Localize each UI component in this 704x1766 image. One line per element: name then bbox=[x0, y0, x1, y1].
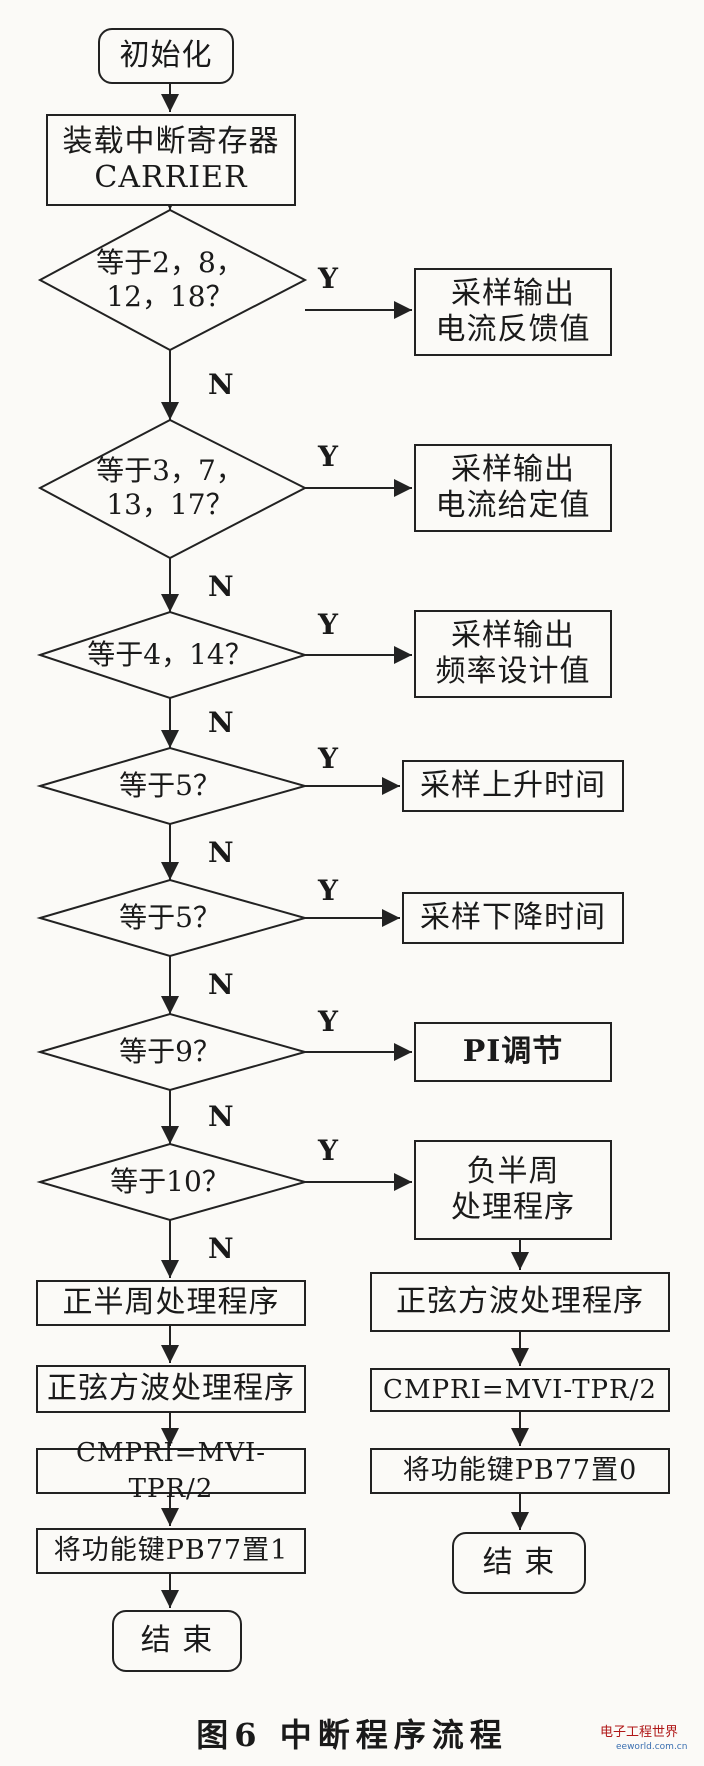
no-label-5: N bbox=[208, 968, 234, 1001]
no-label-4: N bbox=[208, 836, 234, 869]
end-terminal-left: 结 束 bbox=[112, 1610, 242, 1672]
right-step-3: 将功能键PB77置0 bbox=[370, 1448, 670, 1494]
left-step-4: 将功能键PB77置1 bbox=[36, 1528, 306, 1574]
end-terminal-right: 结 束 bbox=[452, 1532, 586, 1594]
action-box-7: 负半周 处理程序 bbox=[414, 1140, 612, 1240]
decision-text-6: 等于9？ bbox=[119, 1035, 221, 1068]
start-terminal: 初始化 bbox=[98, 28, 234, 84]
yes-label-4: Y bbox=[318, 742, 338, 775]
yes-label-2: Y bbox=[318, 440, 338, 473]
action-box-3: 采样输出 频率设计值 bbox=[414, 610, 612, 698]
right-step-1: 正弦方波处理程序 bbox=[370, 1272, 670, 1332]
yes-label-1: Y bbox=[318, 262, 338, 295]
no-label-6: N bbox=[208, 1100, 234, 1133]
decision-text-3: 等于4，14？ bbox=[87, 638, 253, 671]
yes-label-3: Y bbox=[318, 608, 338, 641]
left-step-3: CMPRI=MVI-TPR/2 bbox=[36, 1438, 306, 1504]
action-box-5: 采样下降时间 bbox=[402, 892, 624, 944]
decision-text-7: 等于10？ bbox=[110, 1165, 230, 1198]
decision-text-1: 等于2，8， 12，18？ bbox=[96, 246, 244, 313]
watermark-url: eeworld.com.cn bbox=[616, 1742, 688, 1752]
no-label-2: N bbox=[208, 570, 234, 603]
action-box-1: 采样输出 电流反馈值 bbox=[414, 268, 612, 356]
decision-text-4: 等于5？ bbox=[119, 769, 221, 802]
watermark-logo: 电子工程世界 bbox=[600, 1725, 679, 1740]
no-label-3: N bbox=[208, 706, 234, 739]
right-step-2: CMPRI=MVI-TPR/2 bbox=[370, 1368, 670, 1412]
decision-diamond-1 bbox=[37, 208, 308, 352]
action-box-2: 采样输出 电流给定值 bbox=[414, 444, 612, 532]
decision-text-2: 等于3，7， 13，17？ bbox=[96, 454, 244, 521]
figure-caption: 图6 中断程序流程 bbox=[196, 1716, 508, 1754]
action-box-6: PI调节 bbox=[414, 1022, 612, 1082]
left-step-2: 正弦方波处理程序 bbox=[36, 1365, 306, 1413]
yes-label-5: Y bbox=[318, 874, 338, 907]
yes-label-7: Y bbox=[318, 1134, 338, 1167]
decision-text-5: 等于5？ bbox=[119, 901, 221, 934]
load-register-box: 装载中断寄存器 CARRIER bbox=[46, 114, 296, 206]
action-box-4: 采样上升时间 bbox=[402, 760, 624, 812]
left-step-1: 正半周处理程序 bbox=[36, 1280, 306, 1326]
no-label-1: N bbox=[208, 368, 234, 401]
yes-label-6: Y bbox=[318, 1005, 338, 1038]
no-label-7: N bbox=[208, 1232, 234, 1265]
